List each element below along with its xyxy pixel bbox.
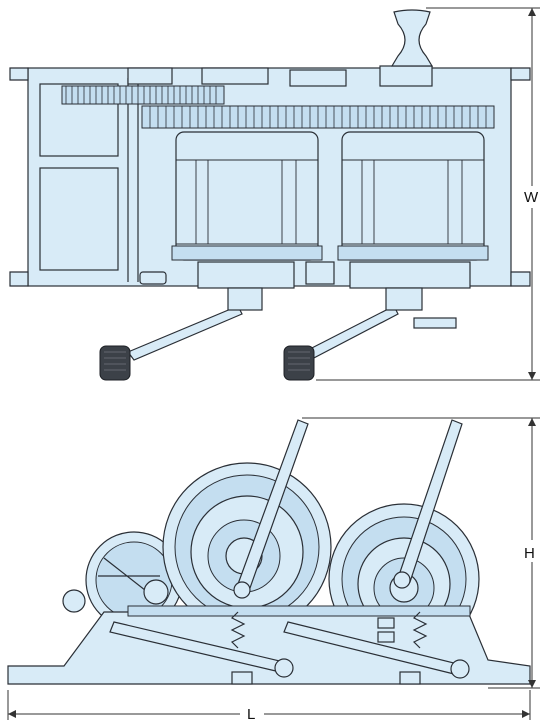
pedal-right bbox=[283, 345, 315, 381]
side-knob bbox=[62, 589, 86, 613]
dimension-l: L bbox=[7, 690, 531, 723]
top-lever-right bbox=[303, 305, 399, 361]
top-bracket-2 bbox=[201, 67, 269, 85]
top-frame-flange-left bbox=[9, 67, 29, 81]
dimension-l-label: L bbox=[247, 706, 255, 723]
top-gear-left bbox=[61, 85, 225, 105]
dimension-w: W bbox=[316, 7, 540, 381]
capstan-head bbox=[390, 9, 434, 67]
top-drum-left bbox=[175, 131, 319, 261]
side-base-top bbox=[127, 605, 471, 617]
top-frame-flange-right bbox=[510, 67, 531, 81]
dimension-w-label: W bbox=[524, 189, 539, 206]
top-bracket-4 bbox=[379, 65, 433, 87]
side-view bbox=[7, 419, 531, 685]
dimension-h-label: H bbox=[524, 545, 535, 562]
top-drum-band-left bbox=[171, 245, 323, 261]
top-drum-band-right bbox=[337, 245, 489, 261]
dimension-h: H bbox=[302, 417, 540, 689]
top-bracket-3 bbox=[289, 69, 347, 87]
top-bracket-1 bbox=[127, 67, 173, 85]
top-view bbox=[9, 9, 531, 381]
top-frame-flange-left-bottom bbox=[9, 271, 29, 287]
top-lever-left bbox=[127, 305, 243, 361]
top-frame-flange-right-bottom bbox=[510, 271, 531, 287]
bottom-bracket-right bbox=[349, 261, 471, 289]
top-drum-right bbox=[341, 131, 485, 261]
side-knob-2 bbox=[143, 579, 169, 605]
pedal-left bbox=[99, 345, 131, 381]
top-panel-lower bbox=[39, 167, 119, 271]
bottom-bracket-left bbox=[197, 261, 295, 289]
